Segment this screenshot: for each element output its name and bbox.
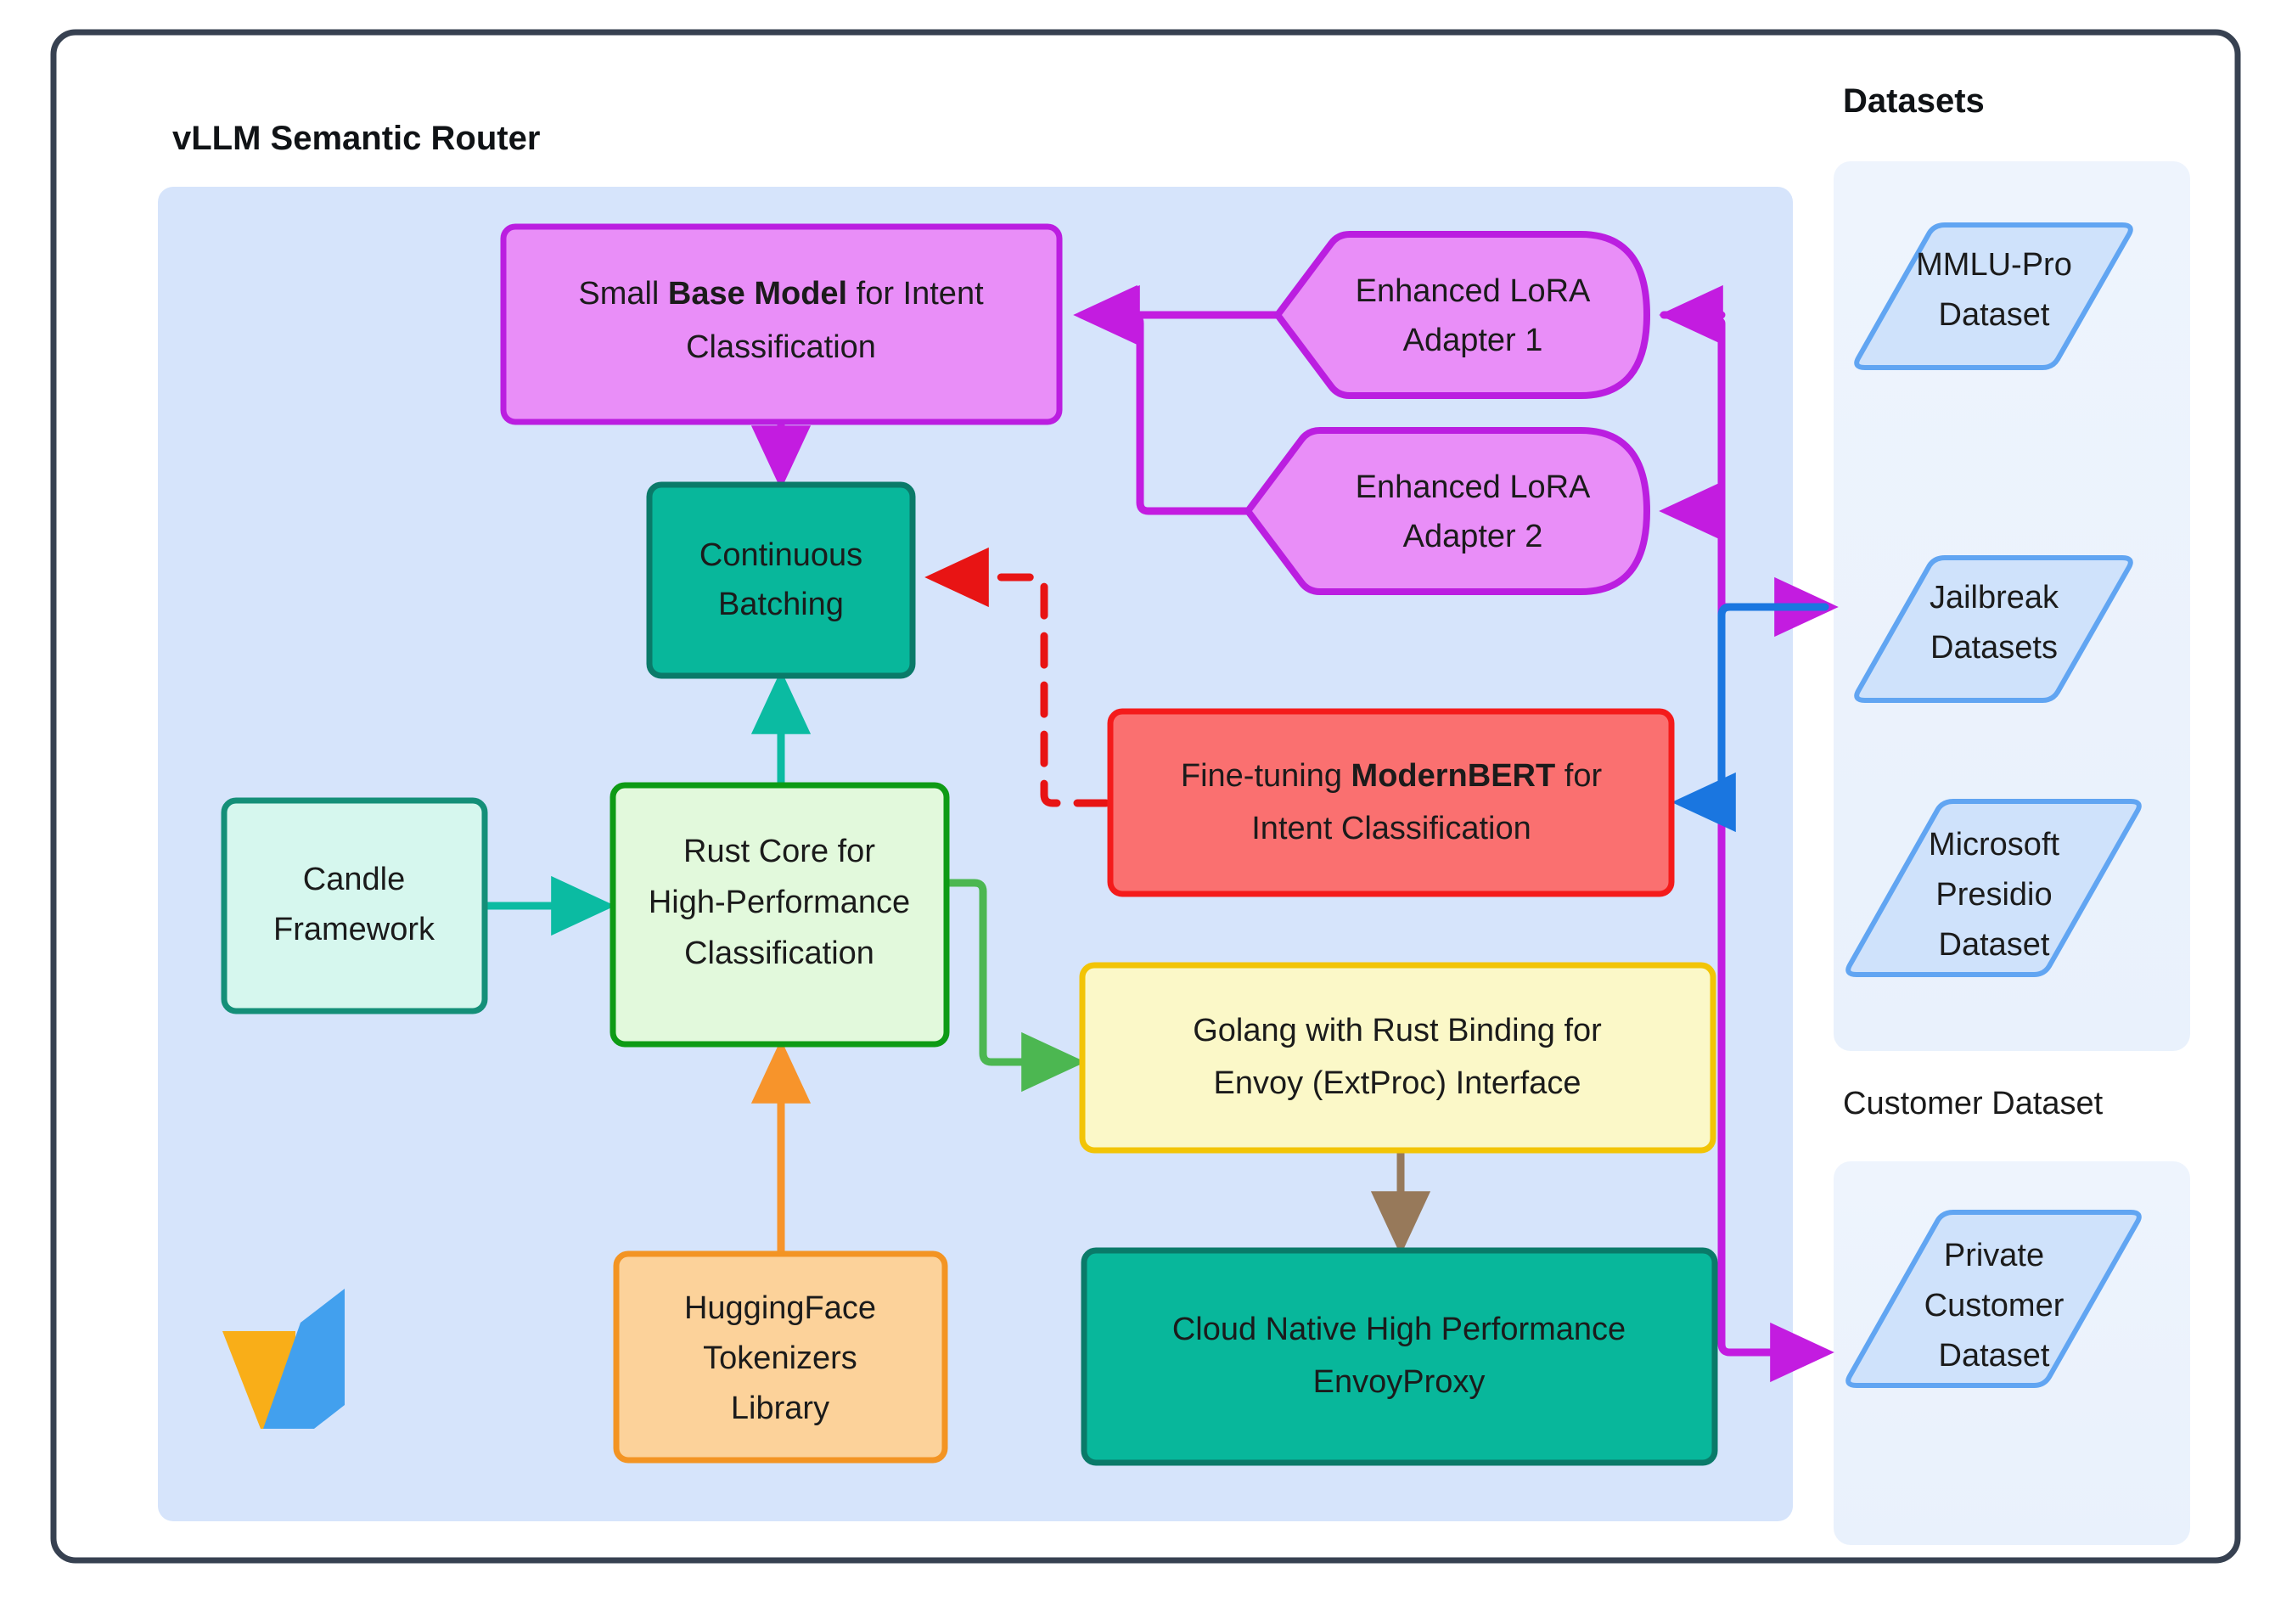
lora1-line1: Enhanced LoRA (1356, 273, 1591, 309)
modernbert-label-bold: ModernBERT (1351, 758, 1556, 794)
candle-line1: Candle (303, 862, 405, 897)
continuous-batching-line1: Continuous (699, 537, 862, 573)
lora2-line2: Adapter 2 (1403, 519, 1543, 554)
rust-core-line2: High-Performance (649, 885, 910, 920)
jailbreak-line2: Datasets (1930, 630, 2058, 666)
page-title: vLLM Semantic Router (172, 120, 540, 157)
node-candle-framework[interactable]: Candle Framework (221, 797, 488, 1014)
base-model-label-prefix: Small (578, 276, 668, 312)
presidio-line3: Dataset (1939, 927, 2050, 963)
private-line1: Private (1944, 1238, 2044, 1273)
envoyproxy-line1: Cloud Native High Performance (1172, 1312, 1626, 1347)
hf-line3: Library (731, 1391, 829, 1426)
continuous-batching-line2: Batching (718, 587, 844, 622)
dataset-jailbreak-datasets[interactable]: Jailbreak Datasets (1854, 555, 2133, 703)
edge-modernbert-to-continuous-batching (924, 547, 1110, 807)
mmlu-line1: MMLU-Pro (1916, 247, 2072, 283)
node-enhanced-lora-adapter-1[interactable]: Enhanced LoRA Adapter 1 (1274, 231, 1650, 399)
svg-text:Fine-tuning ModernBERT for: Fine-tuning ModernBERT for (1181, 758, 1603, 794)
hf-line1: HuggingFace (684, 1290, 876, 1326)
node-rust-core[interactable]: Rust Core for High-Performance Classific… (610, 782, 950, 1048)
datasets-title: Datasets (1843, 82, 1985, 120)
base-model-label-suffix: for Intent (847, 276, 984, 312)
node-fine-tuning-modernbert[interactable]: Fine-tuning ModernBERT for Intent Classi… (1107, 708, 1675, 897)
dataset-microsoft-presidio-dataset[interactable]: Microsoft Presidio Dataset (1845, 799, 2142, 977)
edge-jailbreak-to-modernbert (1671, 603, 1829, 833)
hf-line2: Tokenizers (703, 1340, 857, 1376)
envoyproxy-line2: EnvoyProxy (1313, 1364, 1486, 1400)
private-line2: Customer (1924, 1288, 2064, 1323)
node-cloud-native-envoyproxy[interactable]: Cloud Native High Performance EnvoyProxy (1081, 1247, 1718, 1466)
base-model-label-line2: Classification (686, 329, 876, 365)
node-base-model[interactable]: Small Base Model for Intent Classificati… (500, 223, 1063, 425)
dataset-mmlu-pro-dataset[interactable]: MMLU-Pro Dataset (1854, 222, 2133, 370)
edge-lora2-to-base-model (1076, 284, 1254, 515)
jailbreak-line1: Jailbreak (1930, 580, 2059, 615)
mmlu-line2: Dataset (1939, 297, 2050, 333)
modernbert-label-prefix: Fine-tuning (1181, 758, 1351, 794)
modernbert-label-line2: Intent Classification (1251, 811, 1531, 846)
lora1-line2: Adapter 1 (1403, 323, 1543, 358)
base-model-label-bold: Base Model (668, 276, 847, 312)
rust-core-line3: Classification (684, 936, 874, 971)
edges-group (483, 284, 1839, 1383)
presidio-line2: Presidio (1935, 877, 2052, 913)
vllm-logo-icon (222, 1289, 345, 1429)
node-continuous-batching[interactable]: Continuous Batching (646, 481, 916, 679)
presidio-line1: Microsoft (1929, 827, 2060, 863)
node-huggingface-tokenizers-library[interactable]: HuggingFace Tokenizers Library (613, 1250, 948, 1464)
lora2-line1: Enhanced LoRA (1356, 469, 1591, 505)
private-line3: Dataset (1939, 1338, 2050, 1374)
dataset-private-customer-dataset[interactable]: Private Customer Dataset (1845, 1210, 2142, 1388)
golang-line1: Golang with Rust Binding for (1193, 1013, 1602, 1048)
candle-line2: Framework (273, 912, 435, 947)
rust-core-line1: Rust Core for (683, 834, 875, 869)
node-golang-rust-binding-envoy[interactable]: Golang with Rust Binding for Envoy (ExtP… (1079, 962, 1716, 1154)
golang-line2: Envoy (ExtProc) Interface (1214, 1065, 1581, 1101)
svg-text:Small Base Model for Intent: Small Base Model for Intent (578, 276, 984, 312)
customer-dataset-title: Customer Dataset (1843, 1086, 2104, 1121)
edge-rust-core-to-golang-envoy (942, 879, 1086, 1093)
node-enhanced-lora-adapter-2[interactable]: Enhanced LoRA Adapter 2 (1244, 427, 1650, 595)
modernbert-label-suffix: for (1555, 758, 1602, 794)
